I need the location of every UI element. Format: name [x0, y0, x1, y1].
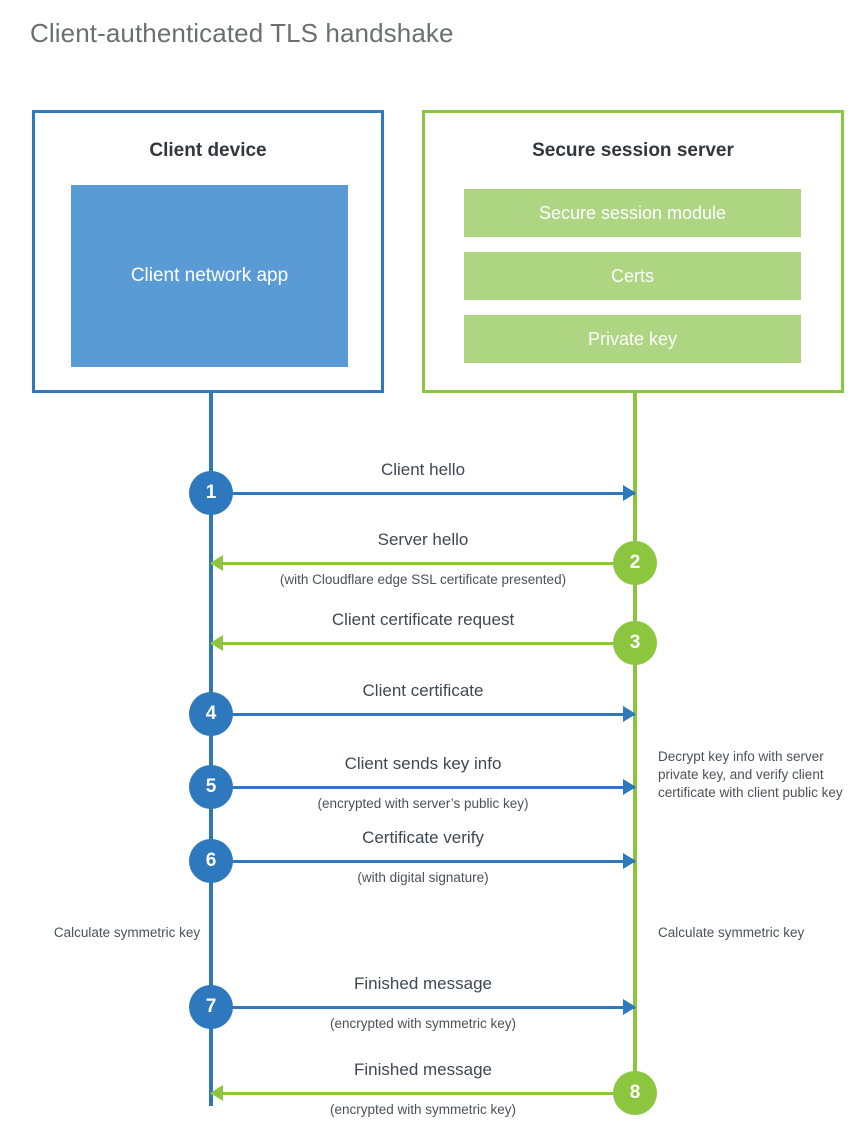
server-lifeline — [633, 393, 637, 1093]
client-device-title: Client device — [149, 140, 267, 161]
arrow-shaft — [211, 561, 635, 565]
arrow-head-icon — [623, 706, 636, 722]
arrow-step-6 — [211, 852, 636, 870]
arrow-shaft — [211, 491, 635, 495]
message-label-step-4: Client certificate — [362, 681, 484, 700]
step-circle-5[interactable]: 5 — [189, 765, 233, 809]
message-label-step-1: Client hello — [380, 460, 466, 479]
message-label-step-7: Finished message — [354, 974, 492, 993]
client-device-box: Client device Client network app — [32, 110, 384, 393]
message-sublabel-step-5: (encrypted with server’s public key) — [317, 796, 529, 811]
server-bar-secure-session-module: Secure session module — [464, 189, 801, 237]
server-bar-certs: Certs — [464, 252, 801, 300]
note-decrypt-key-info: Decrypt key info with server private key… — [658, 749, 843, 800]
arrow-head-icon — [623, 485, 636, 501]
arrow-head-icon — [210, 555, 223, 571]
arrow-head-icon — [623, 853, 636, 869]
step-circle-7[interactable]: 7 — [189, 985, 233, 1029]
message-sublabel-step-2: (with Cloudflare edge SSL certificate pr… — [279, 572, 567, 587]
arrow-step-1 — [211, 484, 636, 502]
note-calculate-symmetric-key-client: Calculate symmetric key — [53, 925, 201, 940]
arrow-step-2 — [210, 554, 635, 572]
arrow-step-8 — [210, 1084, 635, 1102]
arrow-step-4 — [211, 705, 636, 723]
arrow-head-icon — [623, 999, 636, 1015]
secure-session-server-title: Secure session server — [532, 140, 734, 161]
step-circle-6[interactable]: 6 — [189, 839, 233, 883]
step-circle-1[interactable]: 1 — [189, 471, 233, 515]
arrow-shaft — [211, 785, 635, 789]
arrow-shaft — [211, 641, 635, 645]
message-sublabel-step-8: (encrypted with symmetric key) — [329, 1102, 517, 1117]
message-label-step-6: Certificate verify — [362, 828, 484, 847]
arrow-step-7 — [211, 998, 636, 1016]
arrow-shaft — [211, 712, 635, 716]
message-label-step-2: Server hello — [377, 530, 469, 549]
arrow-head-icon — [210, 635, 223, 651]
arrow-step-3 — [210, 634, 635, 652]
client-network-app-block: Client network app — [71, 185, 348, 367]
server-bar-private-key: Private key — [464, 315, 801, 363]
arrow-shaft — [211, 859, 635, 863]
step-circle-4[interactable]: 4 — [189, 692, 233, 736]
arrow-step-5 — [211, 778, 636, 796]
note-calculate-symmetric-key-server: Calculate symmetric key — [658, 925, 805, 940]
page-title: Client-authenticated TLS handshake — [30, 18, 454, 48]
message-sublabel-step-6: (with digital signature) — [357, 870, 489, 885]
arrow-head-icon — [623, 779, 636, 795]
message-label-step-3: Client certificate request — [331, 610, 515, 629]
arrow-shaft — [211, 1005, 635, 1009]
message-sublabel-step-7: (encrypted with symmetric key) — [329, 1016, 517, 1031]
step-circle-2[interactable]: 2 — [613, 541, 657, 585]
step-circle-3[interactable]: 3 — [613, 621, 657, 665]
message-label-step-5: Client sends key info — [344, 754, 502, 773]
step-circle-8[interactable]: 8 — [613, 1071, 657, 1115]
client-lifeline — [209, 393, 213, 1106]
arrow-head-icon — [210, 1085, 223, 1101]
secure-session-server-box: Secure session server Secure session mod… — [422, 110, 844, 393]
arrow-shaft — [211, 1091, 635, 1095]
message-label-step-8: Finished message — [354, 1060, 492, 1079]
